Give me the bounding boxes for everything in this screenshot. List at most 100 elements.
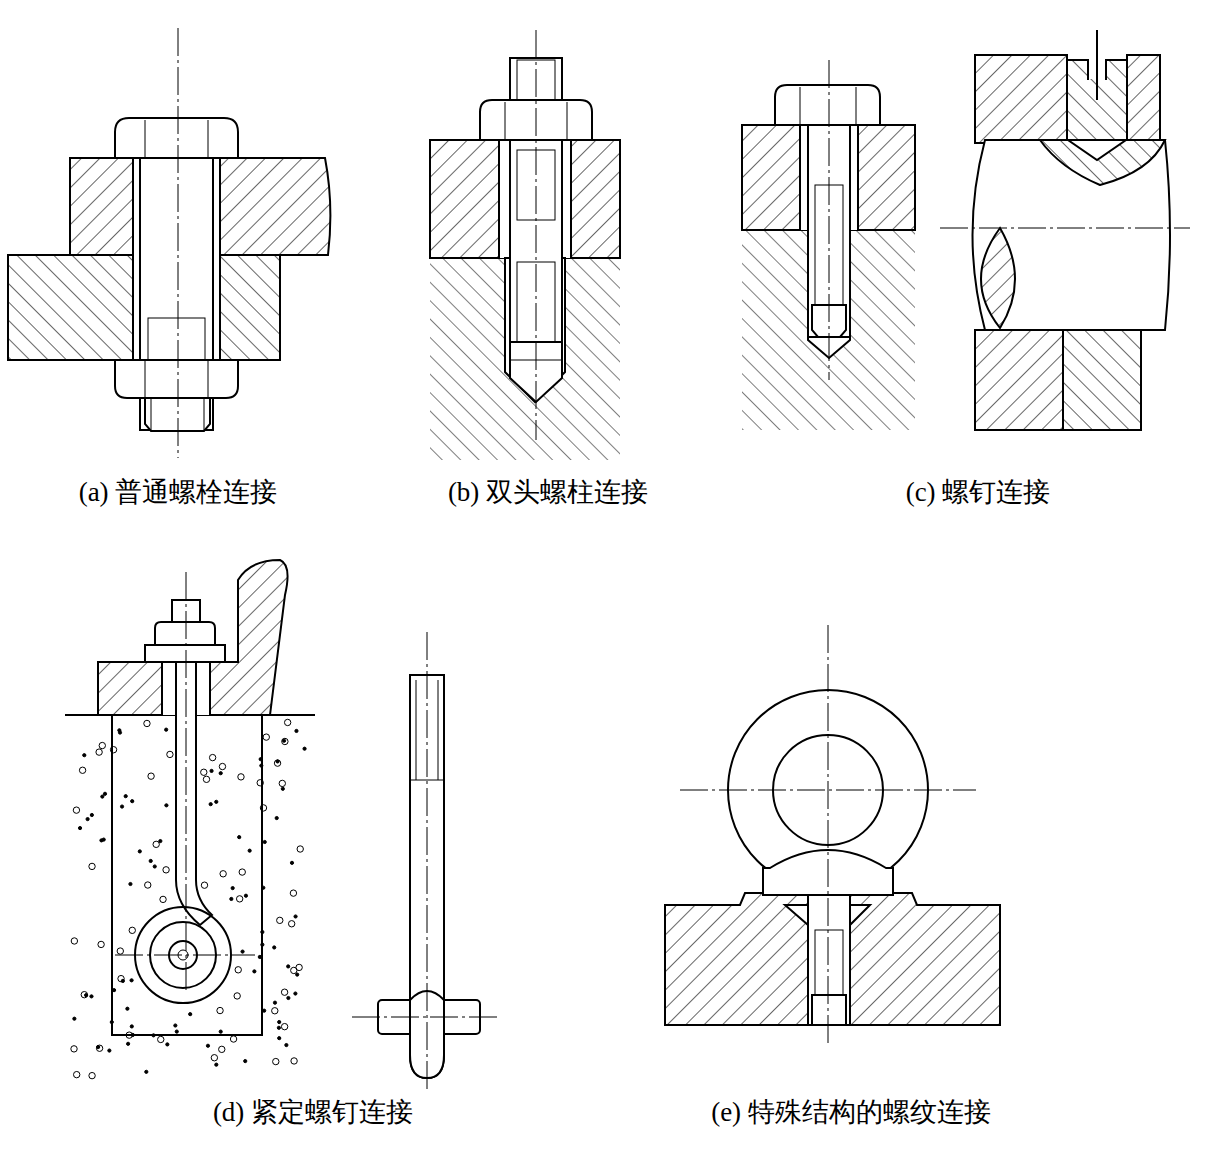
foundation-bolt-part-part <box>236 896 242 902</box>
foundation-bolt-part <box>352 1017 500 1018</box>
foundation-bolt-part-part <box>129 882 132 885</box>
foundation-bolt-part-part <box>71 1046 77 1052</box>
foundation-bolt-part-part <box>160 896 166 902</box>
eye-bolt-part <box>815 930 843 995</box>
stud-joint-part <box>567 102 568 140</box>
set-screw-joint-part <box>1087 60 1089 80</box>
set-screw-joint-part <box>1063 330 1141 430</box>
set-screw-joint-part <box>940 228 1190 229</box>
foundation-bolt-part-part <box>89 863 95 869</box>
foundation-bolt-part-part <box>244 894 247 897</box>
foundation-bolt-part-part <box>294 915 297 918</box>
foundation-bolt-part-part <box>234 993 240 999</box>
foundation-bolt-part <box>176 650 212 925</box>
foundation-bolt-part-part <box>244 1059 247 1062</box>
foundation-bolt-part-part <box>153 841 159 847</box>
foundation-bolt-part-part <box>145 882 151 888</box>
foundation-bolt-part-part <box>219 1030 222 1033</box>
foundation-bolt-part-part <box>277 917 283 923</box>
foundation-bolt-part-part <box>189 1013 192 1016</box>
foundation-bolt-part-part <box>97 1045 100 1048</box>
foundation-bolt-part <box>410 780 444 781</box>
foundation-bolt-part-part <box>148 773 154 779</box>
foundation-bolt-part-part <box>238 774 244 780</box>
set-screw-joint <box>940 30 1190 430</box>
foundation-bolt-part-part <box>73 1071 79 1077</box>
bolt-joint-part <box>219 158 221 360</box>
foundation-bolt-part-part <box>211 1055 217 1061</box>
set-screw-joint-part <box>975 330 1063 430</box>
foundation-bolt-part-part <box>215 1063 218 1066</box>
screw-joint-part <box>829 60 830 380</box>
set-screw-joint-part <box>1068 140 1126 160</box>
foundation-bolt-part-part <box>209 803 212 806</box>
foundation-bolt-part-part <box>296 973 299 976</box>
foundation-bolt-part-part <box>167 751 173 757</box>
foundation-bolt-part-part <box>284 719 290 725</box>
foundation-bolt-part-part <box>278 1020 281 1023</box>
foundation-bolt-part-part <box>295 729 298 732</box>
foundation-bolt-part-part <box>281 1023 287 1029</box>
foundation-bolt-part-part <box>118 975 124 981</box>
foundation-bolt-part-part <box>130 1025 133 1028</box>
foundation-bolt-part-part <box>90 995 93 998</box>
foundation-bolt-part <box>115 955 255 956</box>
foundation-bolt-part-part <box>290 890 296 896</box>
foundation-bolt-part-part <box>241 950 244 953</box>
set-screw-joint-part <box>1127 55 1160 143</box>
foundation-bolt-part-part <box>131 800 134 803</box>
foundation-bolt-part-part <box>158 1036 164 1042</box>
bolt-joint-part <box>115 118 238 158</box>
screw-joint <box>742 60 915 430</box>
foundation-bolt-part-part <box>203 776 209 782</box>
foundation-bolt-part-part <box>230 897 233 900</box>
set-screw-joint-part <box>975 55 1067 143</box>
set-screw-joint-part <box>1040 140 1165 185</box>
figure-caption: (a) 普通螺栓连接 <box>79 476 278 508</box>
foundation-bolt-part-part <box>90 813 93 816</box>
bolt-joint-part <box>151 398 152 431</box>
foundation-bolt-part <box>416 680 417 780</box>
foundation-bolt-part <box>438 680 439 780</box>
foundation-bolt-part-part <box>275 816 278 819</box>
foundation-bolt-part-part <box>96 749 102 755</box>
bolt-joint <box>8 28 330 458</box>
foundation-bolt-part-part <box>238 836 241 839</box>
foundation-bolt-part-part <box>78 826 81 829</box>
stud-joint-part <box>536 30 537 440</box>
foundation-bolt-part-part <box>127 1042 130 1045</box>
foundation-bolt-part-part <box>165 804 168 807</box>
bolt-joint-part <box>132 158 134 360</box>
foundation-bolt-part-part <box>274 760 280 766</box>
foundation-bolt-part-part <box>263 1009 266 1012</box>
foundation-bolt-part-part <box>103 792 106 795</box>
foundation-bolt-part-part <box>263 734 269 740</box>
foundation-bolt-part-part <box>282 739 285 742</box>
figure-caption: (c) 螺钉连接 <box>906 476 1051 508</box>
foundation-bolt-part-part <box>145 1070 148 1073</box>
foundation-bolt-part-part <box>117 948 123 954</box>
foundation-bolt-part-part <box>287 996 290 999</box>
bolt-joint-part <box>145 120 146 158</box>
foundation-bolt-part-part <box>294 992 297 995</box>
foundation-bolt-part <box>209 662 211 715</box>
eye-bolt-part <box>812 995 846 1025</box>
foundation-bolt-part-part <box>235 967 241 973</box>
foundation-bolt-part-part <box>129 927 135 933</box>
foundation-bolt-part-part <box>291 1058 297 1064</box>
foundation-bolt-part-part <box>290 861 293 864</box>
foundation-bolt-part-part <box>209 754 215 760</box>
foundation-bolt-part-part <box>296 964 302 970</box>
foundation-bolt <box>65 560 500 1090</box>
figure-caption: (d) 紧定螺钉连接 <box>213 1096 413 1128</box>
foundation-bolt-part-part <box>230 1036 236 1042</box>
bolt-joint-part <box>115 360 238 398</box>
foundation-bolt-part <box>427 632 428 1090</box>
foundation-bolt-part-part <box>144 720 150 726</box>
stud-joint-part <box>505 102 506 140</box>
foundation-bolt-part-part <box>153 865 156 868</box>
foundation-bolt-part-part <box>124 795 127 798</box>
foundation-bolt-part-part <box>83 754 86 757</box>
foundation-bolt-part-part <box>277 1026 280 1029</box>
